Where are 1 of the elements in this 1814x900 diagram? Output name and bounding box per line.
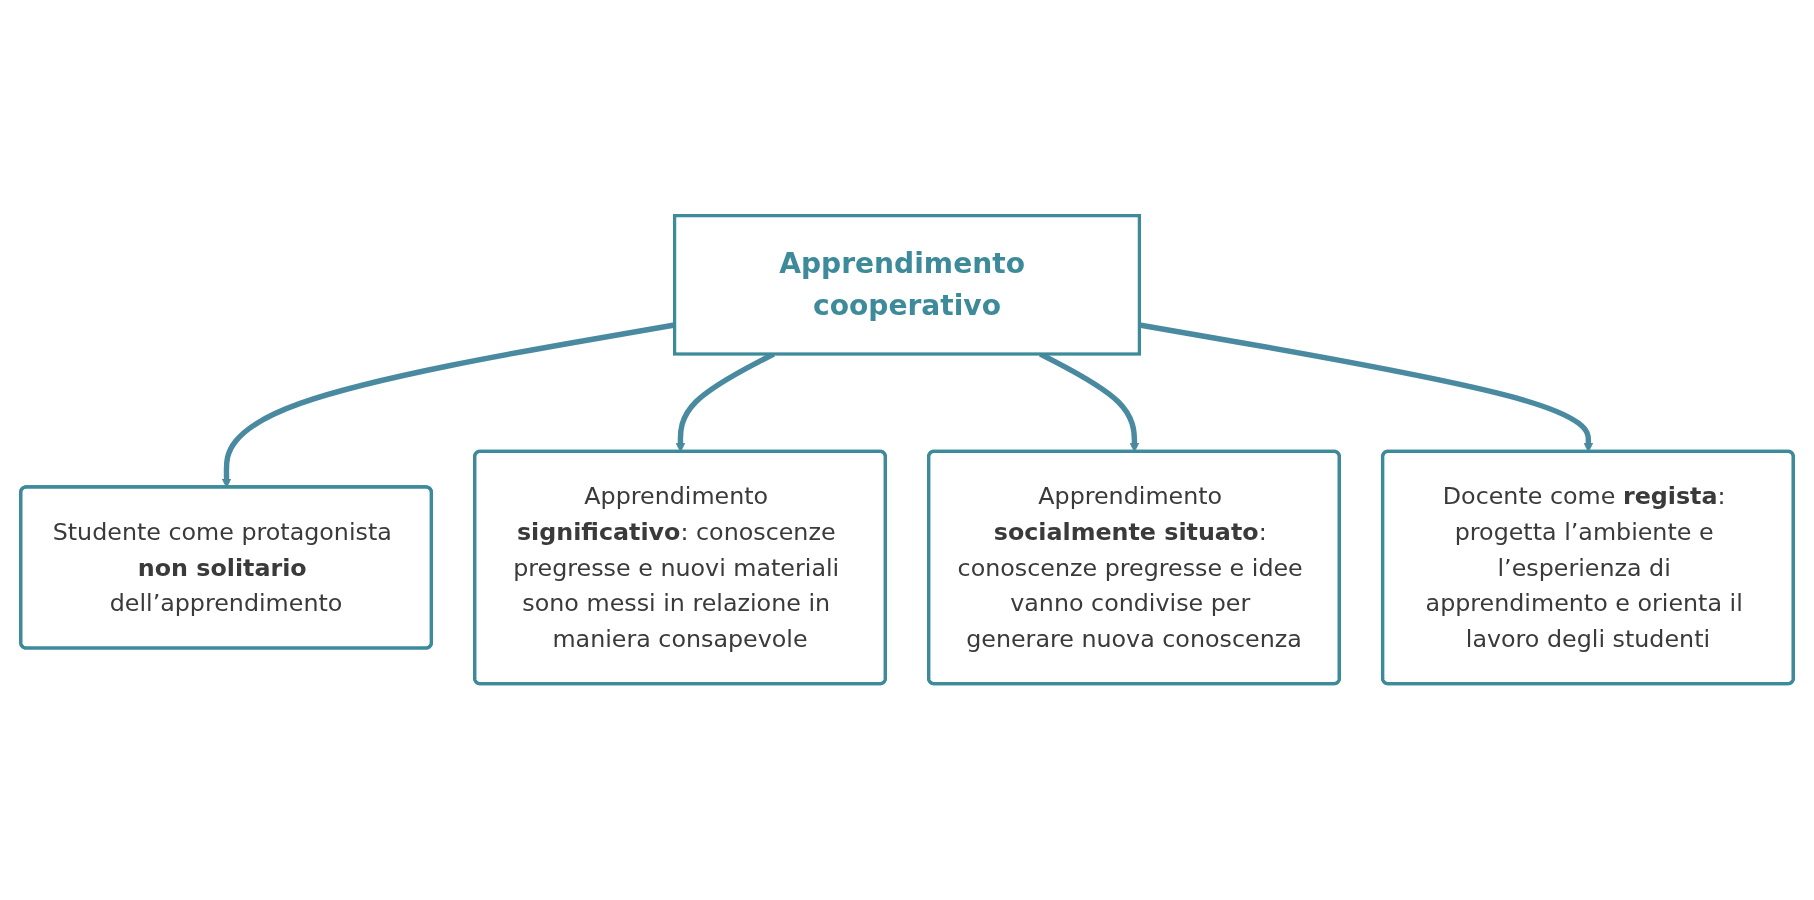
node-box: Apprendimento cooperativo [673, 214, 1141, 356]
